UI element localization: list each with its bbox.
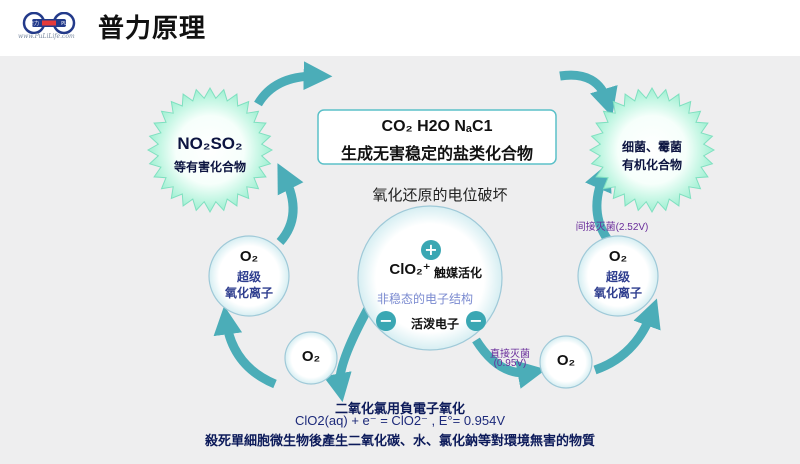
arrow-left-top bbox=[254, 61, 333, 107]
result-description: 生成无害稳定的盐类化合物 bbox=[340, 146, 533, 163]
bottom-equation: ClO2(aq) + e⁻ = ClO2⁻ , E°= 0.954V bbox=[294, 413, 506, 428]
right-circle-o2: O₂ bbox=[608, 248, 628, 265]
result-box bbox=[317, 109, 557, 165]
arrow-right-top bbox=[559, 70, 618, 117]
arrow-center-to-o2-right bbox=[472, 337, 547, 389]
left-circle-o2: O₂ bbox=[239, 248, 259, 265]
left-starburst bbox=[146, 86, 274, 214]
unstable-label: 非稳态的电子结构 bbox=[376, 292, 473, 306]
small-right-o2: O₂ bbox=[556, 352, 576, 369]
svg-text:PL: PL bbox=[61, 21, 67, 27]
redox-label: 氧化还原的电位破坏 bbox=[372, 187, 508, 204]
minus-badge-right bbox=[466, 311, 486, 331]
plus-sign: + bbox=[424, 240, 437, 259]
arrow-center-to-o2-left bbox=[323, 302, 374, 403]
result-formula: CO₂ H2O NₐC1 bbox=[381, 118, 493, 135]
arrow-right-circle bbox=[593, 298, 661, 375]
page-title: 普力原理 bbox=[98, 13, 207, 43]
left-oxygen-circle bbox=[208, 235, 290, 317]
right-circle-line1: 超级 bbox=[605, 270, 630, 284]
right-star-line1: 细菌、霉菌 bbox=[621, 140, 682, 154]
arrow-left-circle bbox=[213, 305, 277, 389]
direct-sterilization-label: 直接灭菌 bbox=[490, 349, 530, 360]
plus-badge bbox=[421, 240, 441, 260]
right-starburst bbox=[588, 86, 716, 214]
direct-sterilization-voltage: (0.95V) bbox=[493, 358, 527, 369]
left-circle-line1: 超级 bbox=[236, 270, 261, 284]
arrow-left-up bbox=[276, 163, 304, 245]
minus-sign-right: − bbox=[469, 311, 482, 330]
logo-site-text: www.PuLiLife.com bbox=[18, 33, 75, 40]
bottom-line-3: 殺死單細胞微生物後產生二氧化碳、水、氯化鈉等對環境無害的物質 bbox=[204, 433, 595, 448]
minus-sign-left: − bbox=[379, 311, 392, 330]
center-clo2-circle bbox=[357, 205, 503, 351]
minus-badge-left bbox=[376, 311, 396, 331]
right-star-line2: 有机化合物 bbox=[621, 158, 682, 172]
arrow-right-up bbox=[585, 161, 612, 243]
svg-text:普力: 普力 bbox=[29, 20, 39, 27]
left-star-formula: NO₂SO₂ bbox=[177, 134, 243, 153]
puli-logo: 普力 PL bbox=[22, 12, 76, 34]
catalyst-label: 触媒活化 bbox=[433, 266, 482, 280]
left-circle-line2: 氧化离子 bbox=[224, 286, 273, 300]
right-circle-line2: 氧化离子 bbox=[593, 286, 642, 300]
active-electron-label: 活泼电子 bbox=[410, 317, 459, 331]
header: 普力 PL www.PuLiLife.com 普力原理 bbox=[0, 0, 800, 56]
bottom-line-1: 二氧化氯用負電子氧化 bbox=[334, 401, 465, 416]
small-left-o2-circle bbox=[284, 331, 338, 385]
clo2-label: ClO₂⁺ bbox=[389, 261, 431, 278]
small-right-o2-circle bbox=[539, 335, 593, 389]
indirect-sterilization-label: 间接灭菌(2.52V) bbox=[575, 222, 649, 233]
right-oxygen-circle bbox=[577, 235, 659, 317]
left-star-label: 等有害化合物 bbox=[173, 160, 246, 174]
small-left-o2: O₂ bbox=[301, 348, 321, 365]
